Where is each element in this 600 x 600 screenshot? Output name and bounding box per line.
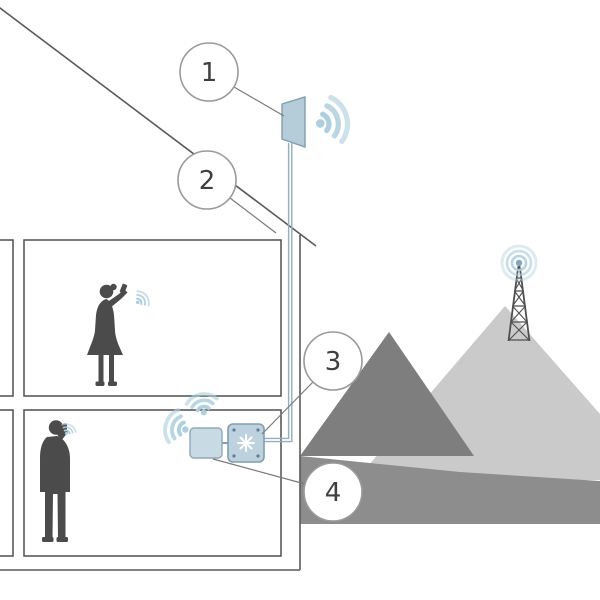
leader-3 — [261, 381, 314, 435]
woman-arm — [106, 289, 128, 308]
woman-silhouette — [87, 283, 128, 386]
callout-4-number: 4 — [325, 478, 342, 508]
leader-2 — [229, 197, 277, 234]
coax-cable — [263, 143, 293, 443]
house-outline — [0, 7, 317, 571]
mountains — [300, 306, 600, 524]
upper-left-room — [0, 239, 14, 397]
callout-4: 4 — [303, 462, 363, 522]
roof-line — [0, 7, 317, 247]
callout-3-number: 3 — [325, 347, 342, 377]
upper-room — [23, 239, 282, 397]
callout-leader-lines — [212, 86, 314, 485]
booster-unit-icon — [227, 423, 265, 463]
callout-2-number: 2 — [199, 166, 216, 196]
booster-screws — [232, 428, 260, 458]
leader-4 — [212, 458, 306, 485]
cell-tower — [500, 244, 538, 342]
callout-3: 3 — [303, 331, 363, 391]
indoor-antenna-icon — [189, 427, 223, 459]
woman-phone-icon — [119, 283, 128, 294]
man-silhouette — [40, 420, 70, 542]
callout-2: 2 — [177, 150, 237, 210]
outdoor-antenna-icon — [281, 96, 306, 148]
tower-signal-icon — [500, 244, 538, 282]
outdoor-signal-waves-icon — [311, 95, 353, 147]
rooms — [0, 239, 282, 557]
callout-1: 1 — [179, 42, 239, 102]
hair-bun — [110, 283, 117, 291]
leader-1 — [233, 86, 285, 117]
callout-1-number: 1 — [201, 58, 218, 88]
mountain-foreground-ridge — [300, 456, 600, 524]
lower-left-room — [0, 409, 14, 557]
callouts: 1 2 3 4 — [177, 42, 363, 522]
mountain-dark — [300, 332, 474, 456]
